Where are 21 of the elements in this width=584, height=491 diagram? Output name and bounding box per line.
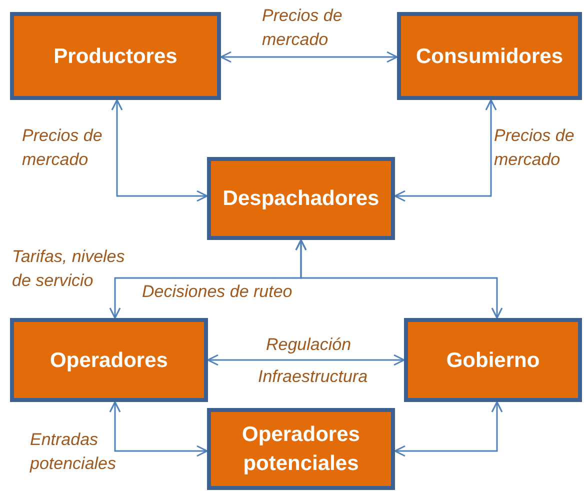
process-box: Operadores xyxy=(10,318,208,402)
double-arrow xyxy=(111,99,208,202)
edge-label: Decisiones de ruteo xyxy=(142,281,294,303)
double-arrow xyxy=(207,354,405,366)
process-box: Operadores potenciales xyxy=(207,408,395,490)
process-box: Consumidores xyxy=(397,12,582,100)
double-arrow xyxy=(220,51,398,63)
annotation-text: Infraestructura xyxy=(258,366,369,388)
edge-label: Entradas potenciales xyxy=(30,429,118,475)
double-arrow xyxy=(295,239,503,319)
double-arrow xyxy=(109,401,208,457)
edge-label: Tarifas, niveles de servicio xyxy=(12,246,126,292)
double-arrow xyxy=(394,401,503,457)
process-box: Despachadores xyxy=(207,157,395,240)
edge-label: Precios de mercado xyxy=(262,5,344,51)
double-arrow xyxy=(394,99,497,202)
edge-label: Precios de mercado xyxy=(22,125,104,171)
edge-label: Precios de mercado xyxy=(494,125,576,171)
process-box: Gobierno xyxy=(404,318,582,402)
edge-label: Regulación xyxy=(266,334,352,356)
process-box: Productores xyxy=(10,12,221,100)
